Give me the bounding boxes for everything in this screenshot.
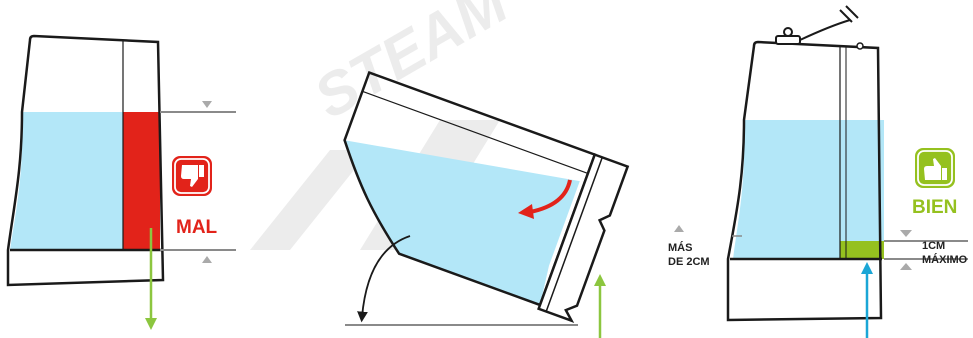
container-bad bbox=[6, 34, 165, 287]
container-tilted bbox=[343, 70, 630, 324]
max-1cm-label: 1CM MÁXIMO bbox=[922, 239, 967, 267]
correct-level-zone bbox=[840, 241, 884, 259]
good-label: BIEN bbox=[912, 197, 958, 218]
container-tilted-water bbox=[344, 140, 580, 305]
up-arrow-icon bbox=[594, 274, 606, 338]
more-than-2cm-line1: MÁS bbox=[668, 242, 693, 254]
container-good-outline bbox=[726, 40, 883, 322]
thumbs-up-icon bbox=[915, 148, 955, 188]
rotation-arrow-icon bbox=[357, 235, 411, 323]
level-guides-good bbox=[674, 225, 968, 270]
more-than-2cm-label: MÁS DE 2CM bbox=[668, 241, 710, 269]
lid-tube bbox=[799, 19, 851, 41]
more-than-2cm-line2: DE 2CM bbox=[668, 256, 710, 268]
excess-water-zone bbox=[123, 112, 160, 250]
bad-label: MAL bbox=[176, 217, 218, 238]
thumbs-down-icon bbox=[172, 156, 212, 196]
container-tilted-base bbox=[537, 153, 630, 324]
up-arrow-icon bbox=[861, 262, 873, 338]
max-1cm-line1: 1CM bbox=[922, 240, 946, 252]
container-good bbox=[726, 5, 884, 322]
watermark-text: STEAM bbox=[303, 0, 520, 131]
container-good-water bbox=[733, 120, 884, 259]
down-arrow-icon bbox=[145, 228, 157, 330]
lid-knob bbox=[775, 35, 801, 45]
max-1cm-line2: MÁXIMO bbox=[922, 254, 968, 266]
container-tilted-outline bbox=[343, 70, 597, 307]
return-arrow-icon bbox=[518, 179, 572, 219]
level-guides-bad bbox=[160, 101, 236, 263]
container-bad-outline bbox=[6, 34, 165, 287]
